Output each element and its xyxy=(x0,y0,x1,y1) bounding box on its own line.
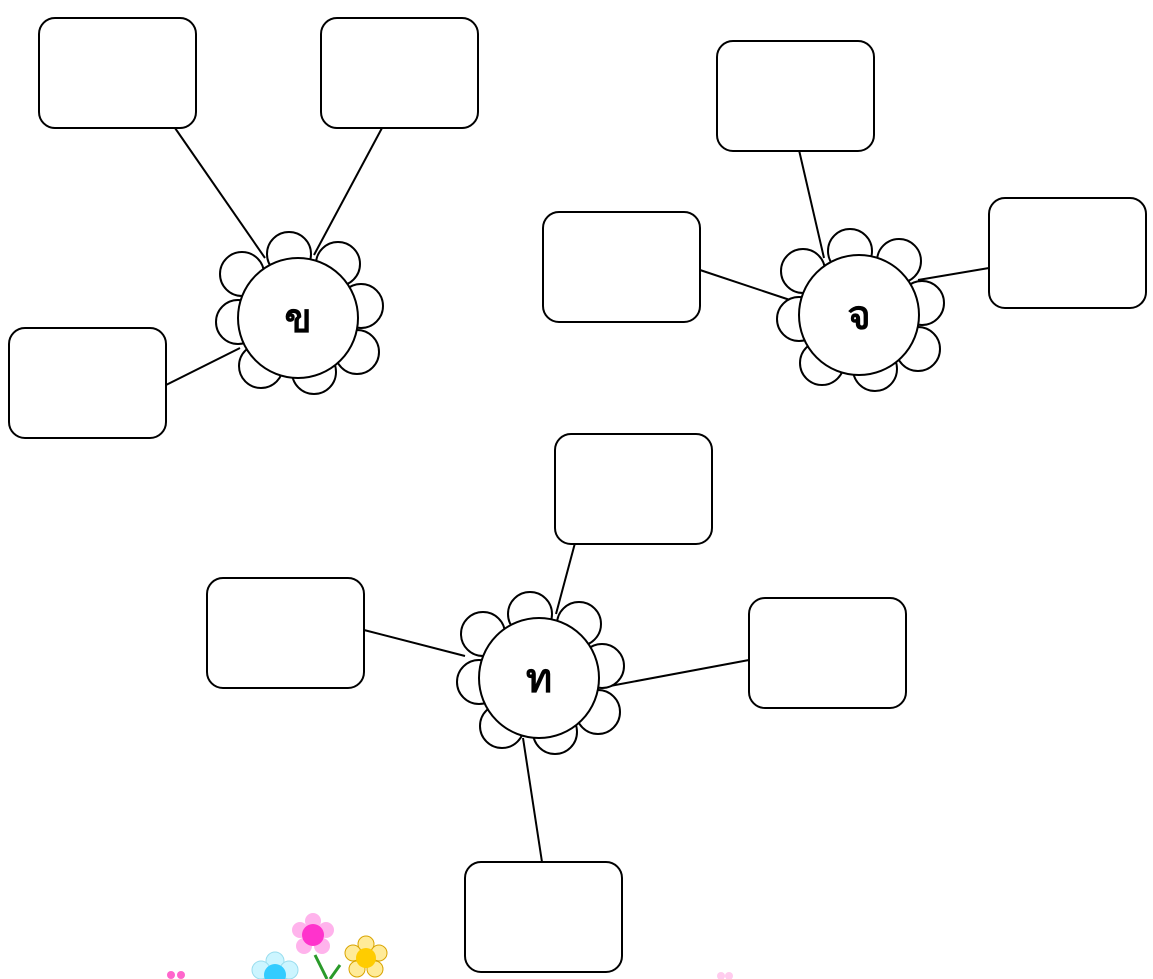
consonant-letter: ข xyxy=(284,295,311,342)
connector-line xyxy=(917,267,990,281)
flower-center xyxy=(478,617,600,739)
faint-flower-icon xyxy=(717,972,733,979)
answer-box[interactable] xyxy=(542,211,701,323)
answer-box[interactable] xyxy=(554,433,713,545)
consonant-letter: จ xyxy=(847,292,870,339)
connector-line xyxy=(165,347,241,386)
connector-line xyxy=(798,149,825,259)
connector-line xyxy=(363,629,466,657)
flower-center xyxy=(798,254,920,376)
connector-line xyxy=(699,269,791,301)
answer-box[interactable] xyxy=(206,577,365,689)
connector-line xyxy=(313,127,383,256)
cluster-tho: ท xyxy=(206,433,907,973)
answer-box[interactable] xyxy=(988,197,1147,309)
answer-box[interactable] xyxy=(8,327,167,439)
answer-box[interactable] xyxy=(748,597,907,709)
flower-stem xyxy=(313,954,329,979)
yellow-flower-icon xyxy=(344,935,388,978)
answer-box[interactable] xyxy=(464,861,623,973)
flower-node: ท xyxy=(456,591,625,755)
magenta-flower-icon xyxy=(292,913,334,954)
answer-box[interactable] xyxy=(716,40,875,152)
connector-line xyxy=(522,737,543,863)
cyan-flower-icon xyxy=(251,951,299,979)
cluster-cho: จ xyxy=(542,40,1147,392)
connector-line xyxy=(174,127,266,259)
flower-center xyxy=(237,257,359,379)
cluster-kho: ข xyxy=(8,17,479,439)
decorative-flowers xyxy=(167,913,733,979)
answer-box[interactable] xyxy=(320,17,479,129)
flower-node: ข xyxy=(215,231,384,395)
connector-line xyxy=(609,659,750,687)
flower-node: จ xyxy=(776,228,945,392)
pink-flower-icon xyxy=(167,971,185,979)
connector-line xyxy=(555,542,576,615)
answer-box[interactable] xyxy=(38,17,197,129)
consonant-letter: ท xyxy=(526,655,552,702)
flower-stem xyxy=(328,964,342,979)
